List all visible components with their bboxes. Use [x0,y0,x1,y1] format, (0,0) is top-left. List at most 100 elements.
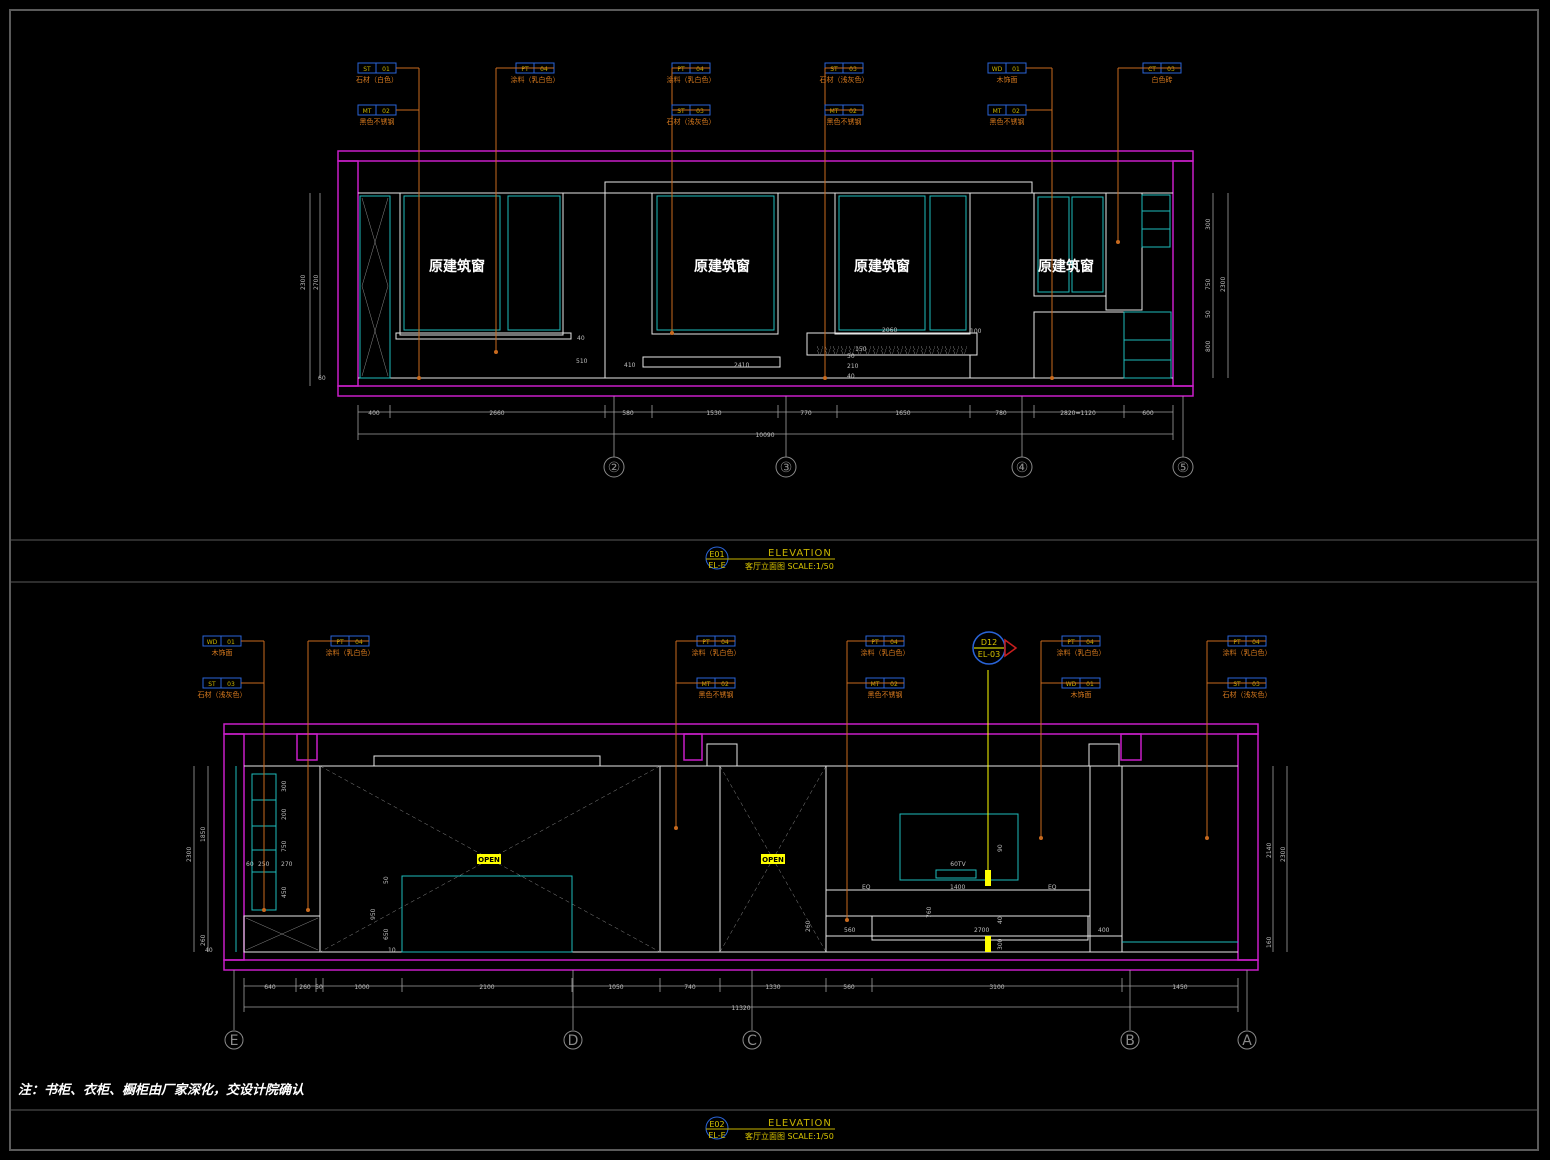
dim-b-8: 1330 [765,984,780,991]
dim-inner-100: 100 [970,328,982,335]
svg-text:PT: PT [1233,639,1241,646]
dim-inner-2410: 2410 [734,362,749,369]
dim-right-2300: 2300 [1220,277,1227,292]
dim-left-40: 40 [205,947,213,954]
dim-left-60: 60 [246,861,254,868]
tv-label: 60TV [950,861,966,868]
svg-text:03: 03 [227,681,235,688]
dim-inner-10: 10 [388,947,396,954]
svg-text:PT: PT [521,66,529,73]
svg-text:石材（浅灰色）: 石材（浅灰色） [1223,690,1272,699]
svg-text:04: 04 [1086,639,1094,646]
dim-inner-760: 760 [926,906,933,918]
svg-text:石材（浅灰色）: 石材（浅灰色） [667,117,716,126]
dim-b-2: 260 [299,984,311,991]
dim-left-2700: 2700 [313,275,320,290]
dim-b-4: 1000 [354,984,369,991]
svg-text:D12: D12 [981,638,997,647]
svg-text:WD: WD [992,66,1003,73]
svg-text:02: 02 [890,681,898,688]
dim-inner-2700: 2700 [974,927,989,934]
title-code-e02: E02 [709,1120,724,1129]
svg-text:白色砖: 白色砖 [1152,75,1173,84]
dim-inner-90: 90 [997,844,1004,852]
dim-left-1850: 1850 [200,827,207,842]
dim-b-10: 3100 [989,984,1004,991]
dim-b-7: 740 [684,984,696,991]
svg-text:黑色不锈钢: 黑色不锈钢 [360,117,395,126]
svg-text:④: ④ [1016,460,1029,476]
svg-text:ST: ST [830,66,838,73]
svg-text:EL-03: EL-03 [978,650,1000,659]
svg-text:03: 03 [696,108,704,115]
dim-bottom-4: 1530 [706,410,721,417]
svg-text:WD: WD [1066,681,1077,688]
svg-text:PT: PT [1067,639,1075,646]
dim-b-11: 1450 [1172,984,1187,991]
svg-text:MT: MT [830,108,839,115]
svg-text:石材（白色）: 石材（白色） [356,75,398,84]
grid-axis-e: E [224,970,244,1050]
ceiling-slab-2 [223,723,1259,735]
ceiling-slab [337,150,1194,162]
window-2 [651,192,779,335]
svg-text:黑色不锈钢: 黑色不锈钢 [827,117,862,126]
dim-right-300: 300 [1205,218,1212,230]
grid-axis-5: ⑤ [1172,396,1194,478]
dim-inner-510: 510 [576,358,588,365]
e02-tag-9: WD 01 木饰面 [1041,677,1101,699]
svg-text:涂料（乳白色）: 涂料（乳白色） [326,648,375,657]
grid-axis-3: ③ [775,396,797,478]
svg-text:③: ③ [780,460,793,476]
svg-text:木饰面: 木饰面 [212,648,233,657]
svg-text:WD: WD [207,639,218,646]
svg-text:01: 01 [1086,681,1094,688]
right-wall-2 [1237,733,1259,961]
svg-text:ST: ST [677,108,685,115]
dim-left-750: 750 [281,840,288,852]
dim-left-450: 450 [281,886,288,898]
right-wall [1172,160,1194,387]
dim-b-6: 1050 [608,984,623,991]
svg-text:木饰面: 木饰面 [1071,690,1092,699]
left-wall [337,160,359,387]
dim-bottom-8: 2820=1120 [1060,410,1096,417]
dim-inner-50: 50 [847,353,855,360]
window-label-1: 原建筑窗 [429,258,485,275]
svg-text:PT: PT [871,639,879,646]
dim-right-2300: 2300 [1280,847,1287,862]
svg-text:MT: MT [702,681,711,688]
svg-text:MT: MT [993,108,1002,115]
svg-text:PT: PT [677,66,685,73]
svg-text:ST: ST [363,66,371,73]
window-1 [399,192,564,336]
window-label-2: 原建筑窗 [694,258,750,275]
title-sheet-e02: EL-E [708,1131,725,1140]
svg-text:涂料（乳白色）: 涂料（乳白色） [511,75,560,84]
tv-60 [899,813,1019,881]
dim-right-160: 160 [1266,936,1273,948]
dim-total-bottom: 11320 [731,1005,750,1012]
tv-console [871,915,1089,941]
svg-text:OPEN: OPEN [478,856,500,864]
svg-text:04: 04 [696,66,704,73]
grid-axis-d: D [563,970,583,1050]
dim-inner-40: 40 [577,335,585,342]
window-3 [834,192,971,335]
svg-text:02: 02 [849,108,857,115]
svg-text:01: 01 [382,66,390,73]
svg-text:PT: PT [702,639,710,646]
dim-bottom-3: 580 [622,410,634,417]
beam-1 [296,733,318,761]
